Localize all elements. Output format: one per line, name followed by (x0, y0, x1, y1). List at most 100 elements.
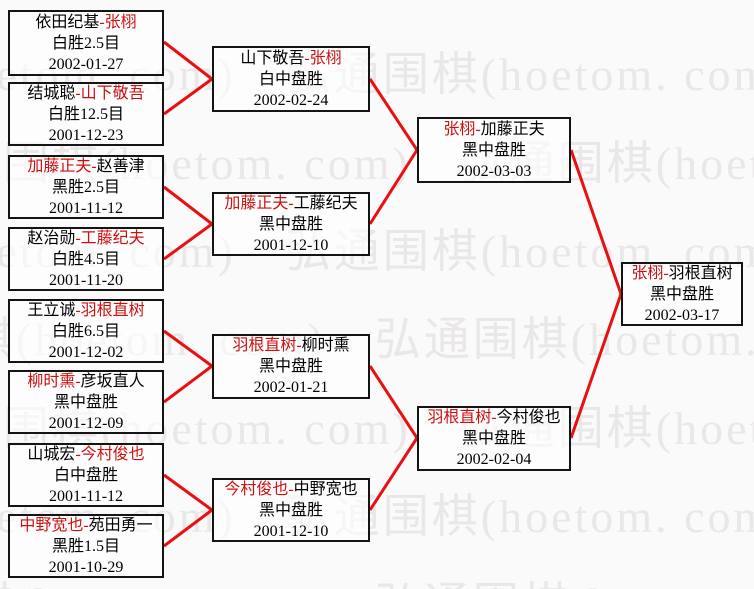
match-result: 白胜12.5目 (47, 105, 124, 123)
player1-name: 羽根直树 (427, 409, 492, 426)
player-separator: - (83, 516, 89, 534)
player2-name: 羽根直树 (668, 264, 733, 282)
match-box-round2-2: 加藤正夫-工藤纪夫 黑中盘胜 2001-12-10 (212, 192, 370, 256)
player-separator: - (288, 194, 294, 212)
match-result: 白中盘胜 (258, 70, 323, 88)
player-separator: - (491, 409, 497, 426)
connector-line (368, 437, 419, 511)
match-box-semifinal-2: 羽根直树-今村俊也 黑中盘胜 2002-02-04 (417, 406, 571, 471)
player-separator: - (296, 337, 302, 354)
player1-name: 赵治勋 (27, 229, 76, 247)
match-date: 2002-03-17 (644, 306, 720, 324)
player1-name: 张栩 (631, 264, 664, 282)
player2-name: 彦坂直人 (80, 372, 145, 390)
match-result: 白胜4.5目 (51, 250, 120, 268)
match-date: 2002-02-04 (456, 451, 532, 468)
match-result: 黑胜2.5目 (51, 178, 120, 196)
connector-line (569, 293, 623, 439)
match-date: 2002-01-21 (253, 379, 329, 396)
player2-name: 中野宽也 (293, 480, 358, 498)
match-result: 黑中盘胜 (258, 358, 323, 375)
match-box-round2-1: 山下敬吾-张栩 白中盘胜 2002-02-24 (212, 46, 370, 112)
match-box-round1-4: 赵治勋-工藤纪夫 白胜4.5目 2001-11-20 (8, 227, 164, 291)
player2-name: 柳时熏 (301, 337, 350, 354)
player2-name: 张栩 (104, 13, 137, 31)
player2-name: 山下敬吾 (80, 84, 145, 102)
match-box-final: 张栩-羽根直树 黑中盘胜 2002-03-17 (621, 262, 743, 326)
connector-line (163, 329, 213, 368)
match-date: 2001-12-02 (48, 343, 124, 361)
match-players: 张栩-羽根直树 (623, 263, 741, 284)
match-players: 张栩-加藤正夫 (419, 119, 569, 140)
player1-name: 柳时熏 (27, 372, 76, 390)
match-result: 黑中盘胜 (258, 501, 323, 519)
match-players: 柳时熏-彦坂直人 (10, 371, 162, 392)
player2-name: 今村俊也 (496, 409, 561, 426)
connector-line (368, 149, 419, 225)
match-box-round2-3: 羽根直树-柳时熏 黑中盘胜 2002-01-21 (212, 334, 370, 399)
match-box-round1-8: 中野宽也-苑田勇一 黑胜1.5目 2001-10-29 (8, 514, 164, 578)
player1-name: 山城宏 (27, 445, 76, 463)
player1-name: 加藤正夫 (224, 194, 289, 212)
match-result: 黑中盘胜 (53, 393, 118, 411)
match-box-round1-2: 结城聪-山下敬吾 白胜12.5目 2001-12-23 (8, 82, 164, 146)
player2-name: 工藤纪夫 (293, 194, 358, 212)
match-players: 羽根直树-今村俊也 (419, 407, 569, 428)
match-box-round1-5: 王立诚-羽根直树 白胜6.5目 2001-12-02 (8, 299, 164, 363)
match-box-round1-6: 柳时熏-彦坂直人 黑中盘胜 2001-12-09 (8, 370, 164, 434)
player-separator: - (663, 264, 669, 282)
match-box-round1-7: 山城宏-今村俊也 白中盘胜 2001-11-12 (8, 443, 164, 507)
player-separator: - (475, 120, 481, 138)
player-separator: - (75, 372, 81, 390)
player-separator: - (91, 157, 97, 175)
match-result: 黑中盘胜 (461, 430, 526, 447)
player1-name: 王立诚 (27, 301, 76, 319)
player2-name: 今村俊也 (80, 445, 145, 463)
match-date: 2002-02-24 (253, 91, 329, 109)
match-result: 黑中盘胜 (461, 141, 526, 159)
player-separator: - (75, 84, 81, 102)
match-result: 黑中盘胜 (258, 215, 323, 233)
match-box-round1-3: 加藤正夫-赵善津 黑胜2.5目 2001-11-12 (8, 155, 164, 219)
match-date: 2001-11-20 (48, 271, 124, 289)
match-players: 山下敬吾-张栩 (214, 48, 368, 69)
match-box-semifinal-1: 张栩-加藤正夫 黑中盘胜 2002-03-03 (417, 117, 571, 183)
match-players: 今村俊也-中野宽也 (214, 479, 368, 500)
match-date: 2001-12-10 (253, 236, 329, 254)
match-result: 黑胜1.5目 (51, 537, 120, 555)
match-date: 2001-12-10 (253, 522, 329, 540)
player2-name: 加藤正夫 (480, 120, 545, 138)
match-players: 加藤正夫-赵善津 (10, 156, 162, 177)
player-separator: - (75, 445, 81, 463)
player2-name: 苑田勇一 (88, 516, 153, 534)
match-players: 加藤正夫-工藤纪夫 (214, 193, 368, 214)
player-separator: - (304, 49, 310, 67)
match-result: 黑中盘胜 (649, 285, 714, 303)
match-players: 中野宽也-苑田勇一 (10, 515, 162, 536)
connector-line (163, 77, 213, 116)
player1-name: 山下敬吾 (240, 49, 305, 67)
connector-line (163, 222, 213, 261)
match-date: 2001-12-09 (48, 414, 124, 432)
player-separator: - (99, 13, 105, 31)
connector-line (163, 473, 213, 512)
match-result: 白胜2.5目 (51, 34, 120, 52)
match-players: 依田纪基-张栩 (10, 12, 162, 33)
match-players: 王立诚-羽根直树 (10, 300, 162, 321)
player1-name: 结城聪 (27, 84, 76, 102)
player2-name: 张栩 (309, 49, 342, 67)
match-players: 山城宏-今村俊也 (10, 444, 162, 465)
player2-name: 工藤纪夫 (80, 229, 145, 247)
player2-name: 羽根直树 (80, 301, 145, 319)
connector-line (368, 78, 419, 151)
connector-line (163, 185, 213, 226)
player-separator: - (75, 229, 81, 247)
player-separator: - (75, 301, 81, 319)
match-date: 2001-11-12 (48, 199, 124, 217)
match-box-round1-1: 依田纪基-张栩 白胜2.5目 2002-01-27 (8, 10, 164, 76)
match-players: 结城聪-山下敬吾 (10, 83, 162, 104)
match-box-round2-4: 今村俊也-中野宽也 黑中盘胜 2001-12-10 (212, 478, 370, 542)
match-result: 白胜6.5目 (51, 322, 120, 340)
